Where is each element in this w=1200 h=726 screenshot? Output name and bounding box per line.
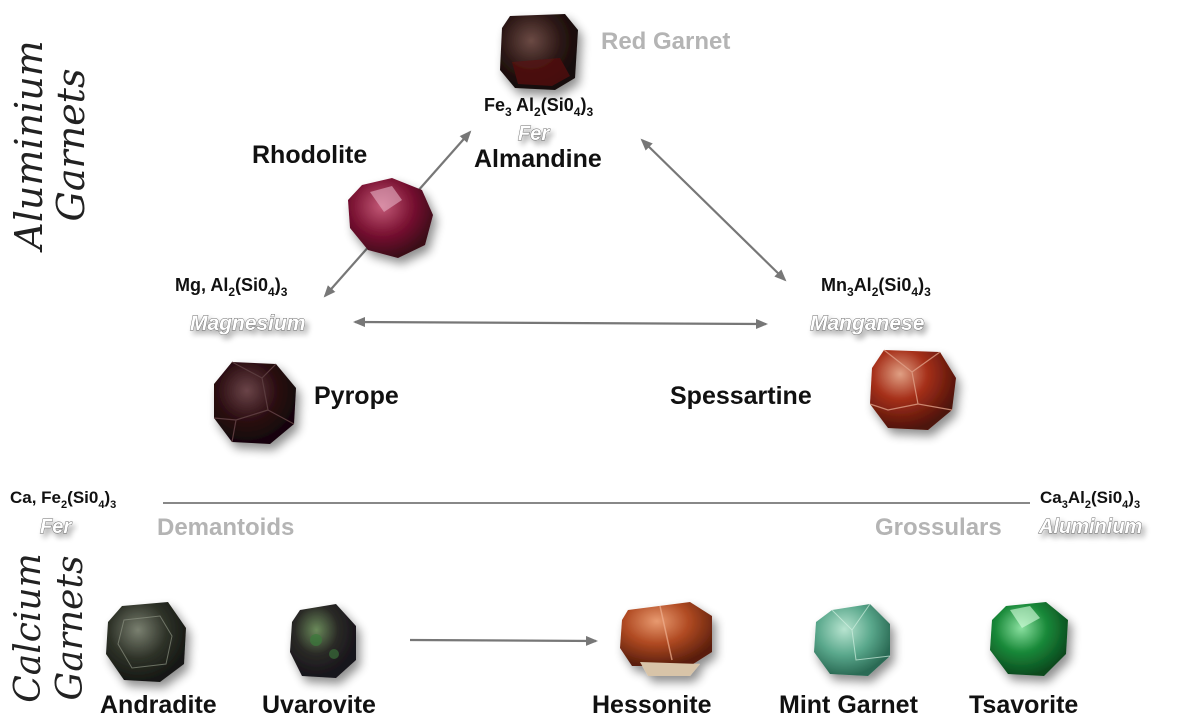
- mint-garnet-name: Mint Garnet: [779, 691, 919, 719]
- uvarovite-name: Uvarovite: [262, 691, 376, 719]
- arrow-uvarovite-hessonite: [409, 635, 598, 646]
- spessartine-formula: Mn3Al2(Si04)3: [821, 275, 931, 299]
- rhodolite-gem: [348, 178, 433, 258]
- tsavorite-name: Tsavorite: [969, 691, 1078, 719]
- spessartine-name: Spessartine: [670, 382, 812, 410]
- section-label-calcium-line2: Garnets: [50, 556, 91, 701]
- pyrope-formula: Mg, Al2(Si04)3: [175, 275, 288, 299]
- mint-garnet-gem: [814, 603, 891, 676]
- red-garnet-gem: [500, 14, 578, 90]
- section-label-calcium: Calcium Garnets: [8, 553, 91, 703]
- pyrope-gem: [213, 361, 296, 444]
- pyrope-element: Magnesium: [190, 312, 306, 335]
- grossulars-name: Grossulars: [875, 514, 1002, 541]
- grossulars-element: Aluminium: [1038, 516, 1142, 538]
- andradite-gem: [106, 602, 186, 682]
- demantoids-element: Fer: [40, 516, 72, 538]
- andradite-name: Andradite: [100, 691, 217, 719]
- arrow-almandine-spessartine: [640, 138, 787, 282]
- section-label-aluminium-line2: Garnets: [49, 69, 93, 222]
- demantoids-formula: Ca, Fe2(Si04)3: [10, 488, 116, 511]
- rhodolite-name: Rhodolite: [252, 141, 367, 169]
- tsavorite-gem: [990, 602, 1068, 676]
- arrow-pyrope-spessartine: [353, 317, 768, 329]
- demantoids-name: Demantoids: [157, 514, 294, 541]
- spessartine-gem: [869, 349, 956, 430]
- uvarovite-gem: [290, 604, 356, 678]
- hessonite-name: Hessonite: [592, 691, 712, 719]
- pyrope-name: Pyrope: [314, 382, 399, 410]
- hessonite-gem: [620, 602, 712, 676]
- section-label-aluminium-line1: Aluminium: [7, 40, 51, 252]
- almandine-formula: Fe3 Al2(Si04)3: [484, 95, 593, 119]
- section-label-calcium-line1: Calcium: [8, 553, 49, 703]
- section-label-aluminium: Aluminium Garnets: [7, 40, 93, 252]
- almandine-element: Fer: [518, 123, 550, 145]
- red-garnet-label: Red Garnet: [601, 28, 730, 55]
- almandine-name: Almandine: [474, 145, 602, 173]
- grossulars-formula: Ca3Al2(Si04)3: [1040, 488, 1140, 511]
- spessartine-element: Manganese: [810, 312, 925, 335]
